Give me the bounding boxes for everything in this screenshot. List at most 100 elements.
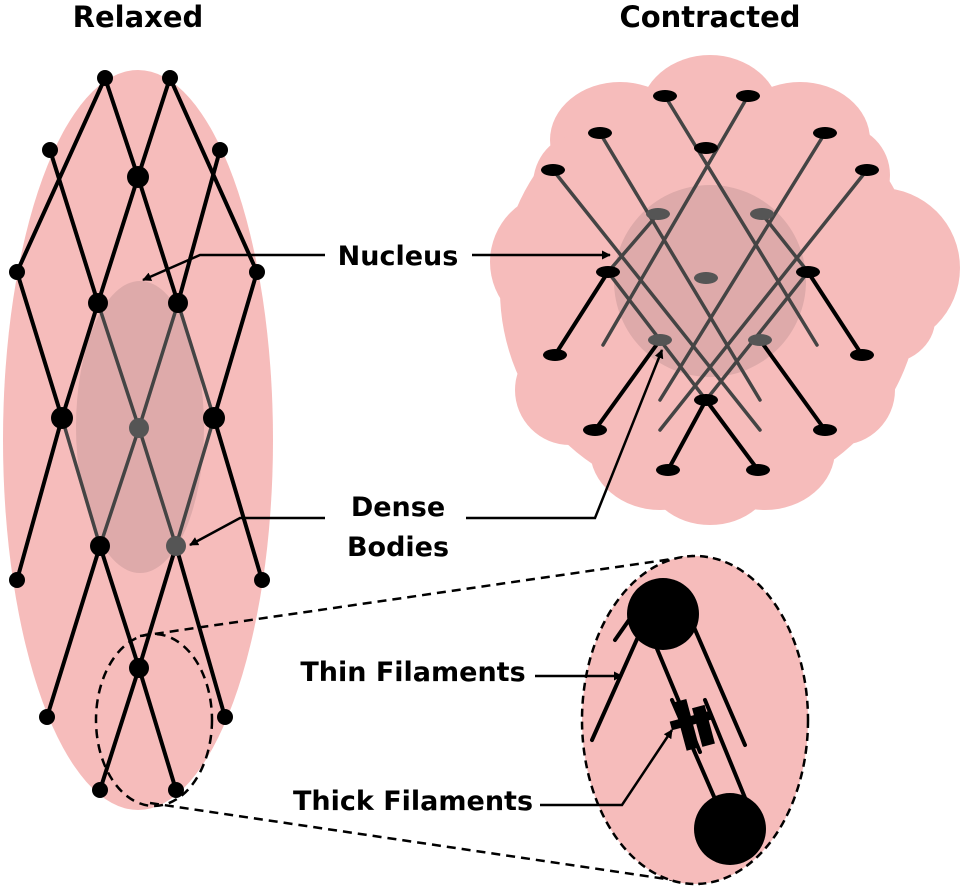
relaxed-filament	[212, 270, 259, 420]
label-dense: Dense	[351, 492, 445, 523]
contracted-cell	[490, 55, 960, 525]
contracted-dense-body	[694, 394, 718, 406]
relaxed-cell	[3, 70, 273, 810]
relaxed-filament	[45, 544, 102, 719]
relaxed-dense-body	[168, 293, 188, 313]
relaxed-filament	[96, 175, 140, 305]
contracted-dense-body	[694, 142, 718, 154]
contracted-filament	[551, 168, 762, 432]
relaxed-dense-body	[127, 166, 149, 188]
relaxed-dense-body	[162, 70, 178, 86]
contracted-filament	[598, 131, 762, 402]
relaxed-filament	[60, 416, 102, 548]
relaxed-dense-body	[92, 782, 108, 798]
relaxed-dense-body	[42, 142, 58, 158]
contracted-dense-body	[543, 349, 567, 361]
thin-filaments-annotation: Thin Filaments	[300, 657, 623, 688]
nucleus-annotation: Nucleus	[142, 241, 611, 282]
contracted-filament	[666, 398, 708, 472]
contracted-filament	[658, 131, 827, 402]
contracted-dense-body	[748, 334, 772, 346]
nucleus-pointer-left	[142, 253, 325, 282]
relaxed-dense-body	[217, 709, 233, 725]
inset-thick-filaments	[669, 699, 715, 751]
inset-thin-filament-b	[688, 616, 747, 747]
label-thin-filaments: Thin Filaments	[300, 657, 525, 688]
contracted-dense-body	[750, 208, 774, 220]
title-contracted: Contracted	[619, 0, 800, 34]
relaxed-dense-body	[9, 264, 25, 280]
relaxed-filament	[48, 148, 100, 305]
relaxed-dense-body	[129, 658, 149, 678]
relaxed-filament	[136, 175, 180, 305]
relaxed-dense-body	[90, 536, 110, 556]
zoom-inset	[580, 554, 810, 886]
contracted-dense-body	[596, 266, 620, 278]
contracted-dense-body	[850, 349, 874, 361]
contracted-filament	[606, 212, 660, 274]
relaxed-filament	[176, 301, 216, 420]
relaxed-filament	[98, 666, 141, 792]
relaxed-filament	[15, 416, 64, 582]
contracted-dense-body	[646, 208, 670, 220]
relaxed-dense-body	[203, 407, 225, 429]
inset-dense-body-top	[627, 578, 699, 650]
dense-bodies-pointer-right	[466, 349, 664, 520]
zoom-region-outline	[94, 632, 214, 808]
relaxed-filaments	[15, 76, 264, 792]
contracted-dense-body	[746, 464, 770, 476]
relaxed-filament	[60, 301, 100, 420]
contracted-filament	[663, 94, 819, 347]
contracted-filament	[593, 338, 662, 432]
label-bodies: Bodies	[347, 532, 449, 563]
relaxed-filament	[98, 426, 141, 548]
relaxed-filament	[15, 270, 64, 420]
thick-filaments-pointer	[540, 729, 674, 807]
contracted-filament	[553, 270, 610, 357]
contracted-dense-body	[813, 424, 837, 436]
relaxed-dense-body	[39, 709, 55, 725]
contracted-dense-body	[541, 164, 565, 176]
contracted-filament	[704, 398, 760, 472]
zoom-line-bottom	[149, 801, 701, 886]
zoom-connector-lines	[139, 554, 701, 886]
contracted-filament	[760, 212, 810, 274]
contracted-dense-body	[588, 127, 612, 139]
contracted-filament	[601, 94, 750, 347]
dense-bodies-pointer-left	[189, 516, 325, 547]
contracted-dense-body	[736, 90, 760, 102]
relaxed-filament	[137, 426, 178, 548]
contracted-dense-body	[583, 424, 607, 436]
relaxed-dense-body	[129, 418, 149, 438]
relaxed-filament	[137, 666, 178, 792]
relaxed-dense-body	[168, 782, 184, 798]
inset-thin-filament-d	[703, 698, 752, 812]
contracted-filament	[806, 270, 864, 357]
relaxed-dense-body	[212, 142, 228, 158]
contracted-dense-body	[656, 464, 680, 476]
contracted-dense-bodies	[541, 90, 879, 476]
relaxed-filament	[137, 301, 180, 430]
dense-bodies-annotation: Dense Bodies	[189, 349, 664, 563]
relaxed-filament	[174, 416, 216, 548]
contracted-dense-body	[653, 90, 677, 102]
relaxed-filament	[212, 416, 264, 582]
label-thick-filaments: Thick Filaments	[293, 786, 533, 817]
relaxed-dense-body	[254, 572, 270, 588]
relaxed-dense-body	[88, 293, 108, 313]
contracted-dense-body	[855, 164, 879, 176]
thick-filaments-annotation: Thick Filaments	[293, 729, 674, 817]
relaxed-dense-body	[97, 70, 113, 86]
contracted-dense-body	[796, 266, 820, 278]
zoom-line-top	[139, 554, 694, 638]
inset-dense-body-bottom	[694, 793, 766, 865]
label-nucleus: Nucleus	[338, 241, 459, 272]
relaxed-filament	[174, 544, 227, 719]
relaxed-filament	[15, 76, 107, 274]
contracted-dense-body	[813, 127, 837, 139]
relaxed-dense-body	[249, 264, 265, 280]
relaxed-dense-body	[51, 407, 73, 429]
relaxed-filament	[136, 76, 172, 179]
relaxed-filament	[96, 301, 141, 430]
